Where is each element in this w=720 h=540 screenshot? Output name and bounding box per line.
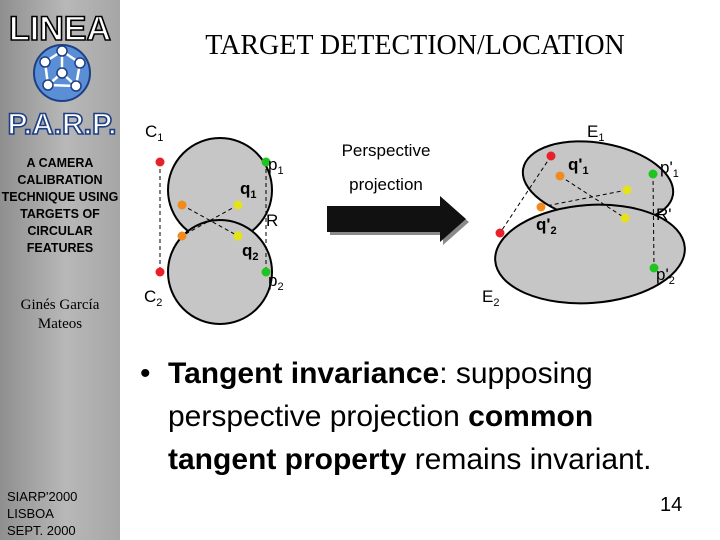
label-qp1: q'1 — [568, 155, 589, 177]
label-r: R — [266, 211, 278, 230]
proj-point-red-1 — [546, 151, 556, 161]
talk-description: A CAMERA CALIBRATION TECHNIQUE USING TAR… — [1, 156, 119, 255]
bullet-term: Tangent invariance — [168, 357, 440, 390]
bullet-text-2: perspective projection — [168, 400, 469, 433]
point-p2 — [261, 267, 271, 277]
conference-info: SIARP'2000 LISBOA SEPT. 2000 — [7, 488, 77, 539]
proj-point-pp1 — [648, 169, 658, 179]
bullet-first-line: Tangent invariance: supposing — [168, 352, 593, 395]
label-pp1: p'1 — [660, 158, 679, 180]
proj-point-yellow-1 — [622, 185, 632, 195]
circle-c2 — [167, 219, 273, 325]
label-rp: R' — [656, 205, 672, 224]
proj-point-yellow-2 — [620, 213, 630, 223]
original-circles: C1 p1 q1 R q2 p2 C2 — [144, 122, 284, 325]
label-e2: E2 — [482, 287, 499, 309]
point-q1 — [233, 200, 243, 210]
point-red-1 — [155, 157, 165, 167]
proj-point-qp1 — [555, 171, 565, 181]
arrow-text-line1: Perspective — [342, 141, 431, 160]
conference-name: SIARP'2000 — [7, 489, 78, 504]
network-icon — [33, 44, 91, 102]
author-name: Ginés García Mateos — [20, 297, 100, 332]
inner-tangent-1 — [181, 204, 239, 237]
label-p2: p2 — [268, 271, 284, 293]
bullet-text-1: : supposing — [439, 357, 593, 390]
projection-diagram: C1 p1 q1 R q2 p2 C2 Perspective projecti… — [144, 122, 686, 325]
label-pp2: p'2 — [656, 265, 675, 287]
inner-tangent-2 — [181, 204, 239, 237]
label-q2: q2 — [242, 241, 259, 263]
label-qp2: q'2 — [536, 215, 557, 237]
bullet-term-2: common tangent property — [168, 400, 594, 476]
linea-parp-logo: LINEA P.A.R.P. — [7, 9, 118, 142]
projected-ellipses: E1 q'1 p'1 R' q'2 p'2 E2 — [482, 122, 686, 309]
bullet-marker: • — [140, 357, 151, 390]
proj-point-qp2 — [536, 202, 546, 212]
slide-title: TARGET DETECTION/LOCATION — [205, 30, 625, 61]
bullet-text-3: remains invariant. — [406, 443, 652, 476]
point-q2 — [233, 231, 243, 241]
proj-point-pp2 — [649, 263, 659, 273]
proj-tangent-right — [652, 173, 655, 269]
label-c2: C2 — [144, 287, 162, 309]
proj-point-red-2 — [495, 228, 505, 238]
sidebar: LINEA P.A.R.P. A CAMERA CALIBRATION TECH… — [0, 0, 120, 540]
arrow-shape — [327, 196, 466, 242]
conference-date: SEPT. 2000 — [7, 523, 76, 538]
proj-tangent-left — [499, 155, 552, 234]
page-number: 14 — [660, 494, 683, 516]
conference-city: LISBOA — [7, 506, 54, 521]
arrow-text-line2: projection — [349, 175, 423, 194]
label-e1: E1 — [587, 122, 604, 144]
bullet-continuation: perspective projection common tangent pr… — [168, 395, 708, 481]
point-orange-1 — [177, 200, 187, 210]
point-p1 — [261, 157, 271, 167]
logo-top-text: LINEA — [9, 10, 111, 48]
proj-inner-tangent-2 — [540, 189, 628, 208]
point-orange-2 — [177, 231, 187, 241]
perspective-arrow: Perspective projection — [327, 141, 469, 245]
point-red-2 — [155, 267, 165, 277]
label-p1: p1 — [268, 155, 284, 177]
label-c1: C1 — [145, 122, 163, 144]
logo-bottom-text: P.A.R.P. — [8, 108, 117, 141]
ellipse-e2 — [494, 203, 686, 305]
label-q1: q1 — [240, 179, 257, 201]
